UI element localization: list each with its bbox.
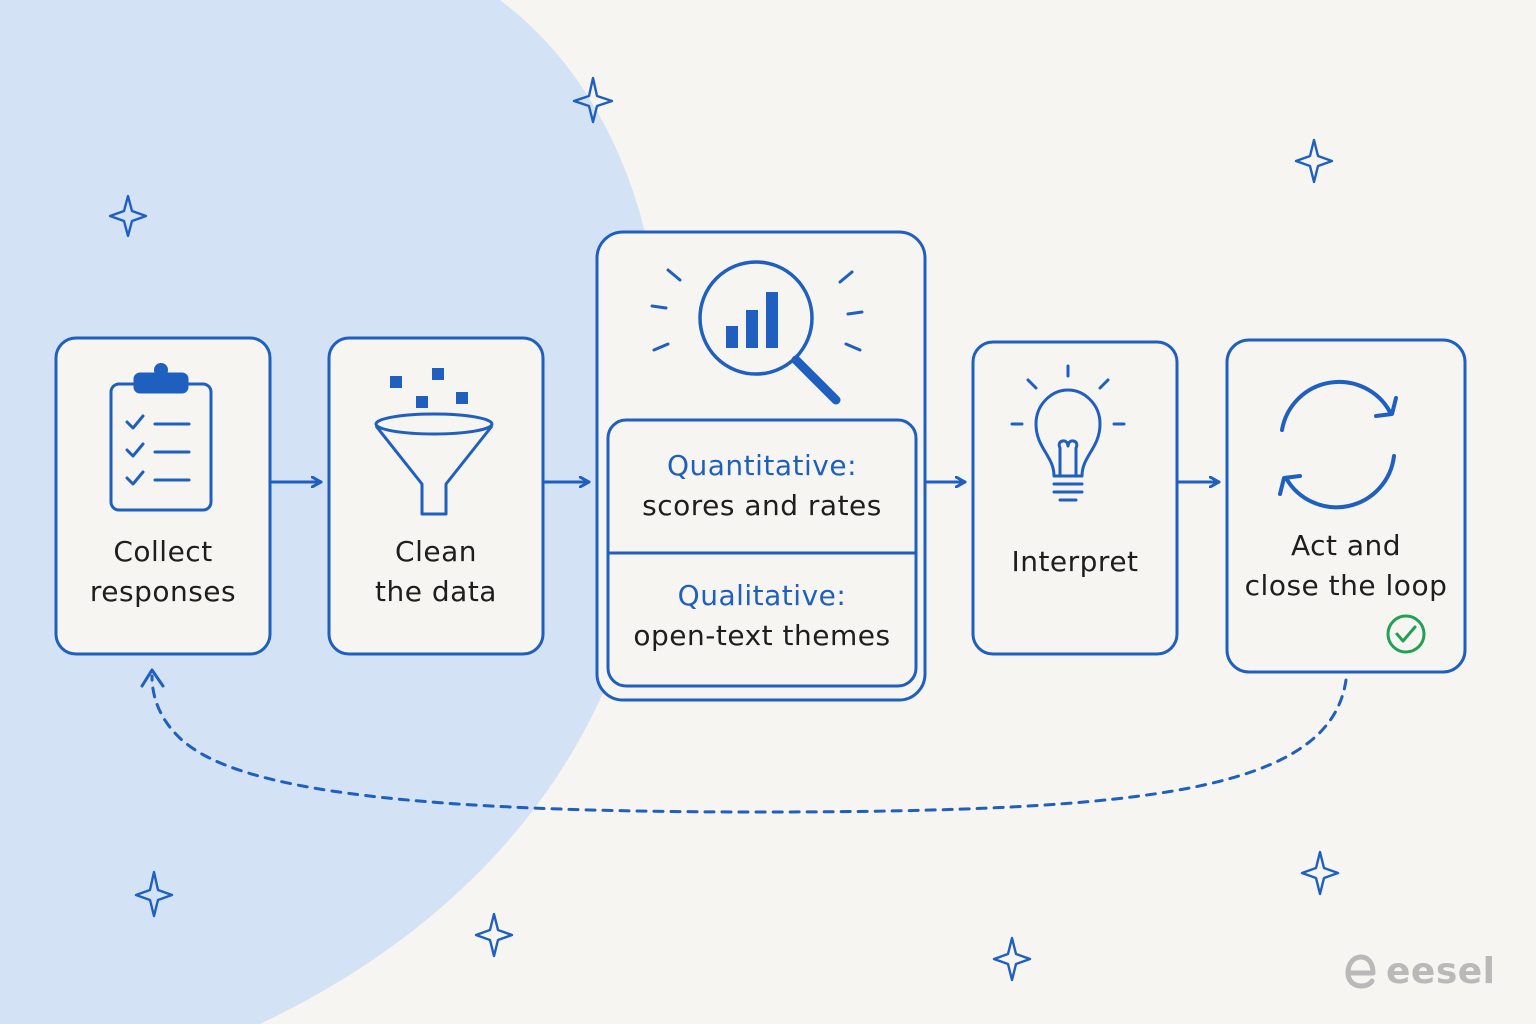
sparkle-icon [572, 76, 614, 124]
step-label-act-line1: Act and [1290, 529, 1402, 562]
step-label-collect-line2: responses [89, 575, 237, 608]
magnifier-bar-chart-icon [650, 260, 864, 405]
step-label-act: Act and close the loop [1227, 526, 1465, 606]
sparkles [108, 76, 1340, 982]
step-label-clean: Clean the data [329, 532, 543, 612]
step-label-interpret-line1: Interpret [1011, 545, 1139, 578]
sparkle-icon [474, 912, 514, 958]
sparkle-icon [1294, 138, 1334, 184]
step-label-collect: Collect responses [56, 532, 270, 612]
sparkle-icon [992, 936, 1032, 982]
lightbulb-icon [1010, 364, 1126, 502]
feedback-loop-arrowhead [140, 668, 165, 688]
feedback-loop-arrow [150, 674, 1348, 814]
step-label-interpret: Interpret [973, 542, 1177, 582]
step-box-clean [327, 336, 545, 656]
refresh-cycle-icon [1278, 379, 1398, 510]
eesel-wordmark: eesel [1386, 950, 1496, 992]
eesel-watermark: eesel [1340, 946, 1500, 996]
quantitative-text: scores and rates [642, 489, 882, 522]
funnel-icon [374, 368, 494, 516]
qualitative-text: open-text themes [633, 619, 891, 652]
clipboard-checklist-icon [109, 363, 213, 512]
sparkle-icon [1300, 850, 1340, 896]
step-label-clean-line1: Clean [395, 535, 477, 568]
qualitative-heading: Qualitative: [677, 579, 847, 612]
sparkle-icon [134, 870, 174, 918]
sparkle-icon [108, 194, 148, 238]
qualitative-label: Qualitative: open-text themes [608, 576, 916, 656]
eesel-logo-icon [1345, 954, 1376, 989]
step-label-act-line2: close the loop [1244, 569, 1448, 602]
step-label-clean-line2: the data [375, 575, 497, 608]
quantitative-heading: Quantitative: [666, 449, 858, 482]
quantitative-label: Quantitative: scores and rates [608, 446, 916, 526]
step-box-interpret [971, 340, 1179, 656]
check-circle-icon [1386, 614, 1426, 654]
step-label-collect-line1: Collect [113, 535, 213, 568]
